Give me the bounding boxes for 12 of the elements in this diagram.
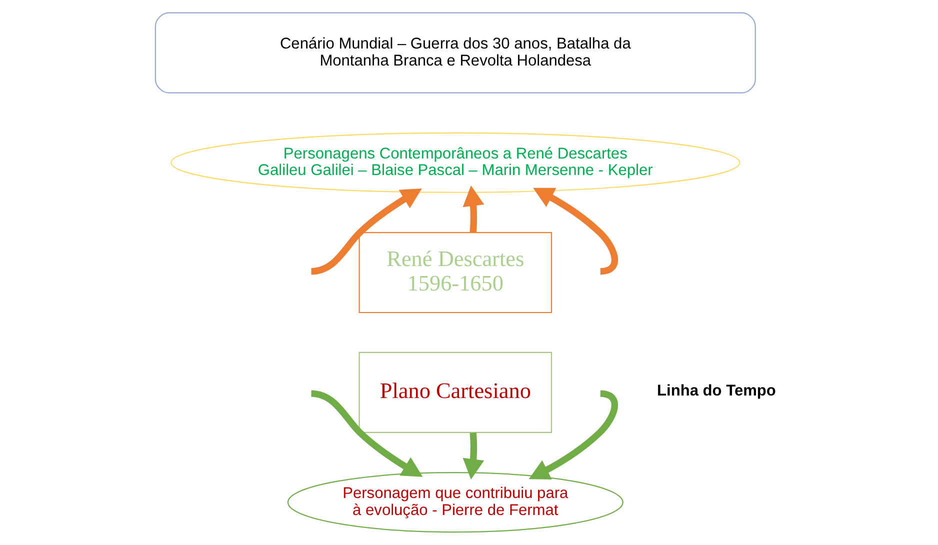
- node-box: René Descartes 1596-1650: [358, 232, 552, 314]
- arrow: [528, 390, 618, 480]
- node-box: Cenário Mundial – Guerra dos 30 anos, Batalha da Montanha Branca e Revolta Holandesa: [154, 12, 756, 94]
- node-box: Plano Cartesiano: [358, 352, 552, 434]
- label: Linha do Tempo: [657, 382, 776, 400]
- arrow: [310, 188, 422, 275]
- arrow: [462, 186, 484, 233]
- arrow: [462, 432, 484, 480]
- arrow: [310, 390, 423, 477]
- arrow: [533, 188, 618, 275]
- node-ellipse: Personagens Contemporâneos a René Descartes Galileu Galilei – Blaise Pascal – Marin Mersenne - Kepler: [170, 132, 740, 193]
- node-ellipse: Personagem que contribuiu para à evolução - Pierre de Fermat: [287, 472, 624, 533]
